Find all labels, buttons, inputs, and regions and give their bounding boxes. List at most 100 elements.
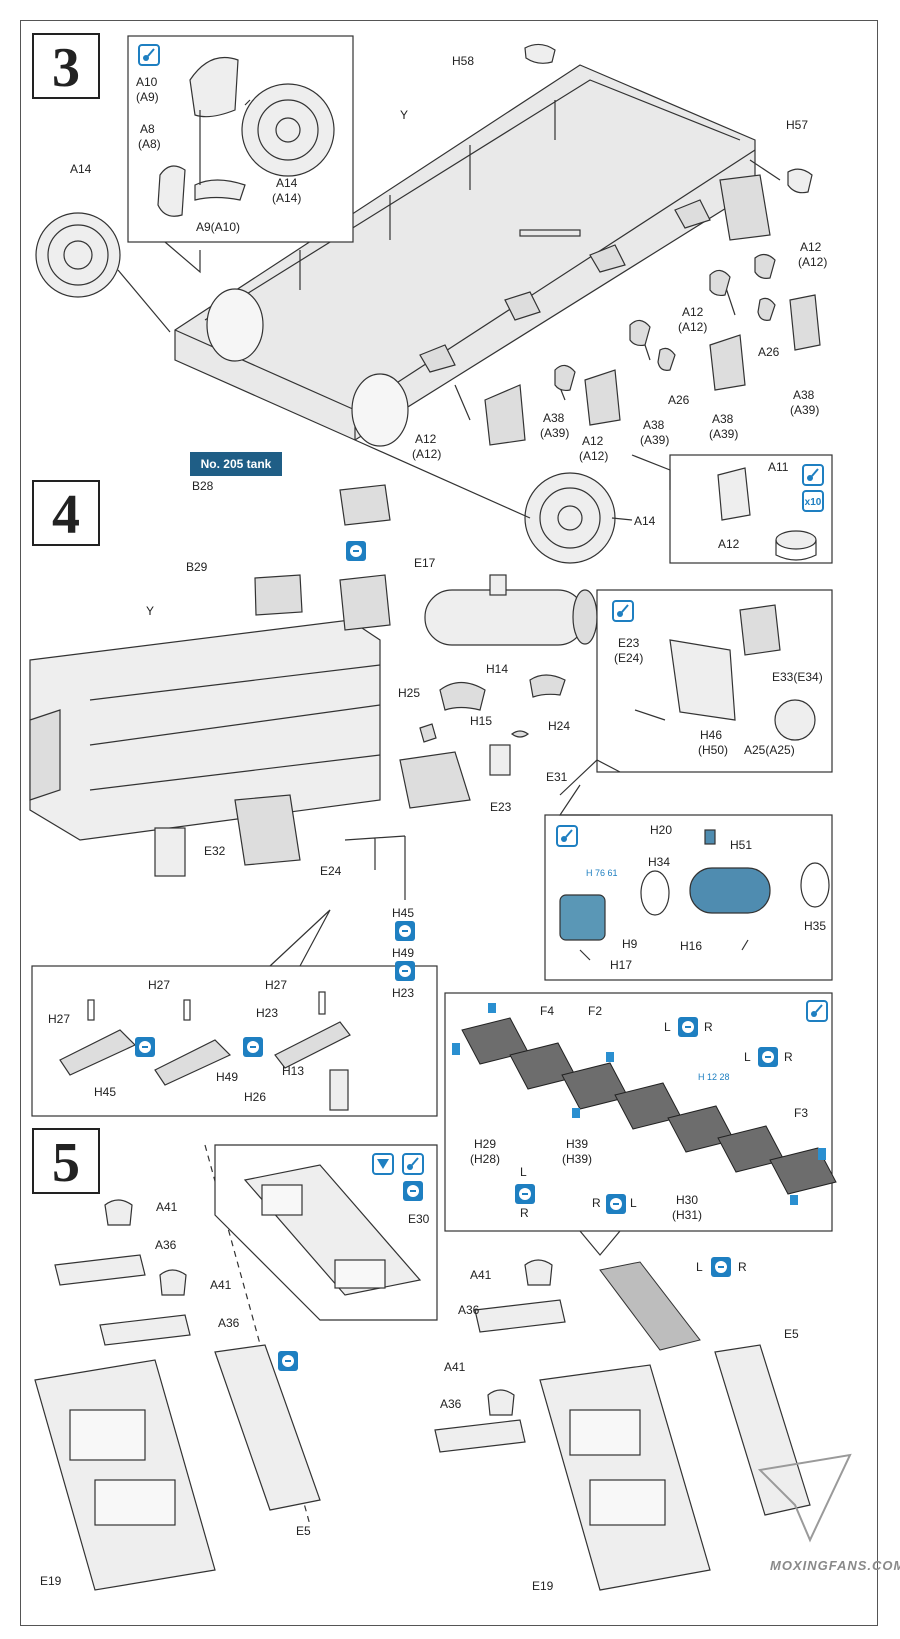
part-label: A8 — [140, 122, 155, 136]
part-label: E31 — [546, 770, 568, 784]
glue-icon — [556, 825, 578, 847]
part-label: A14 — [70, 162, 92, 176]
muffler — [424, 574, 598, 646]
symmetric-part-icon — [757, 1046, 779, 1068]
part-label: (A39) — [640, 433, 670, 447]
part-label: H34 — [648, 855, 671, 869]
step-number-5: 5 — [32, 1128, 100, 1194]
part-label: F2 — [588, 1004, 603, 1018]
part-label: A36 — [155, 1238, 177, 1252]
part-label: (A12) — [579, 449, 609, 463]
step-number-3: 3 — [32, 33, 100, 99]
part-label: E30 — [408, 1212, 430, 1226]
part-label: E24 — [320, 864, 342, 878]
part-label: H15 — [470, 714, 493, 728]
part-label: H16 — [680, 939, 703, 953]
part-label: A41 — [470, 1268, 492, 1282]
part-ref-tag: H 76 61 — [586, 868, 618, 878]
part-label: (A12) — [678, 320, 708, 334]
part-label: R — [520, 1206, 529, 1220]
part-label: H25 — [398, 686, 421, 700]
part-label: E23 — [490, 800, 512, 814]
part-label: R — [592, 1196, 601, 1210]
part-label: A38 — [643, 418, 665, 432]
symmetric-part-icon — [345, 540, 367, 562]
symmetric-part-icon — [277, 1350, 299, 1372]
part-label: H20 — [650, 823, 673, 837]
part-label: H46 — [700, 728, 723, 742]
part-label: (E24) — [614, 651, 644, 665]
part-label: H23 — [256, 1006, 279, 1020]
track-links — [461, 1017, 837, 1195]
symmetric-part-icon — [394, 960, 416, 982]
part-label: (A39) — [540, 426, 570, 440]
watermark-logo — [757, 1453, 852, 1543]
part-label: A26 — [758, 345, 780, 359]
part-label: (A14) — [272, 191, 302, 205]
part-label: H27 — [148, 978, 171, 992]
symmetric-part-icon — [134, 1036, 156, 1058]
svg-text:x10: x10 — [805, 497, 822, 508]
part-label: (H28) — [470, 1152, 501, 1166]
part-label: F4 — [540, 1004, 555, 1018]
part-label: H26 — [244, 1090, 267, 1104]
sprocket-A14-right — [354, 439, 633, 564]
part-label: E19 — [532, 1579, 554, 1593]
part-label: (A39) — [709, 427, 739, 441]
cut-icon — [372, 1153, 394, 1175]
part-label: A12 — [582, 434, 604, 448]
part-label: H51 — [730, 838, 753, 852]
part-label: A12 — [415, 432, 437, 446]
part-label: A14 — [276, 176, 298, 190]
part-label: H39 — [566, 1137, 589, 1151]
part-label: (A12) — [798, 255, 828, 269]
part-label: H35 — [804, 919, 827, 933]
part-ref-tag: H 12 28 — [698, 1072, 730, 1082]
part-label: A41 — [444, 1360, 466, 1374]
track-run — [599, 1261, 701, 1351]
symmetric-part-icon — [394, 920, 416, 942]
part-label: H45 — [392, 906, 415, 920]
part-label: A38 — [793, 388, 815, 402]
part-label: E23 — [618, 636, 640, 650]
x10-quantity-icon: x10 — [802, 490, 824, 512]
part-label: L — [696, 1260, 703, 1274]
part-label: (A9) — [136, 90, 159, 104]
part-label: R — [784, 1050, 793, 1064]
part-label: A12 — [718, 537, 740, 551]
part-label: H58 — [452, 54, 475, 68]
part-label: H13 — [282, 1064, 305, 1078]
symmetric-part-icon — [242, 1036, 264, 1058]
part-label: H14 — [486, 662, 509, 676]
part-label: H45 — [94, 1085, 117, 1099]
glue-icon — [802, 464, 824, 486]
part-label: A36 — [440, 1397, 462, 1411]
part-label: H30 — [676, 1193, 699, 1207]
part-label: (H39) — [562, 1152, 593, 1166]
part-label: A12 — [682, 305, 704, 319]
part-label: (A39) — [790, 403, 820, 417]
part-label: L — [630, 1196, 637, 1210]
part-label: R — [738, 1260, 747, 1274]
part-label: A26 — [668, 393, 690, 407]
part-label: L — [744, 1050, 751, 1064]
part-label: B28 — [192, 479, 214, 493]
part-label: A36 — [458, 1303, 480, 1317]
step-number-4: 4 — [32, 480, 100, 546]
part-label: A25(A25) — [744, 743, 795, 757]
part-label: E17 — [414, 556, 436, 570]
symmetric-part-icon — [514, 1183, 536, 1205]
part-label: B29 — [186, 560, 208, 574]
glue-icon — [806, 1000, 828, 1022]
part-label: H27 — [265, 978, 288, 992]
part-label: A9(A10) — [196, 220, 241, 234]
part-label: E33(E34) — [772, 670, 823, 684]
glue-icon — [612, 600, 634, 622]
inset3-parts — [157, 56, 335, 217]
tank-number-badge: No. 205 tank — [190, 452, 282, 476]
hull-step4 — [29, 619, 381, 841]
part-label: A38 — [712, 412, 734, 426]
part-label: (H50) — [698, 743, 729, 757]
